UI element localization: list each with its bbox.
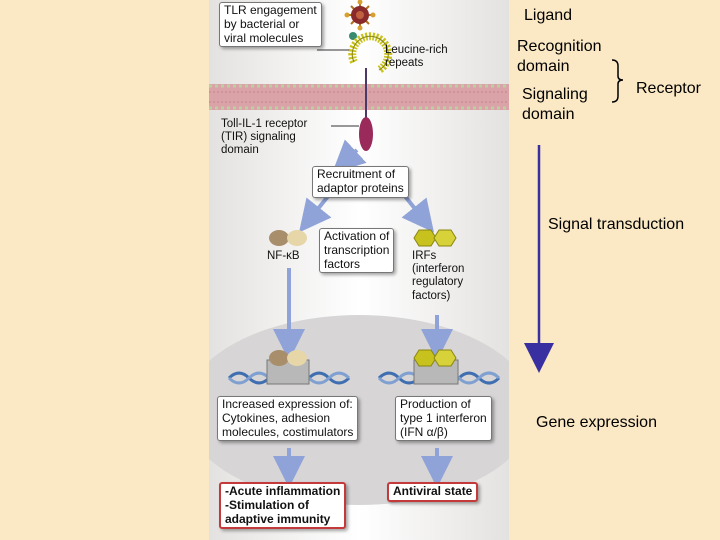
receptor-brace [611, 59, 624, 103]
signal-transduction-label: Signal transduction [548, 216, 685, 233]
irf-promoter-complex [413, 349, 459, 385]
nfkb-promoter-complex [266, 350, 310, 385]
tir-domain-icon [359, 117, 373, 151]
ligand-label: Ligand [524, 7, 573, 24]
tir-domain-label: Toll-IL-1 receptor (TIR) signaling domai… [221, 118, 308, 157]
diagram-graphics [209, 0, 509, 505]
interferon-box: Production of type 1 interferon (IFN α/β… [395, 396, 492, 442]
flow-arrows [273, 139, 453, 488]
tlr-engagement-box: TLR engagement by bacterial or viral mol… [219, 2, 322, 48]
signaling-domain-label: Signaling domain [522, 86, 588, 123]
molecule-icon [349, 32, 357, 40]
diagram-panel: TLR engagement by bacterial or viral mol… [209, 0, 509, 540]
activation-box: Activation of transcription factors [319, 228, 395, 274]
receptor-label: Receptor [636, 80, 701, 97]
antiviral-box: Antiviral state [387, 482, 479, 502]
cell-membrane [209, 84, 509, 110]
recognition-domain-label: Recognition domain [517, 38, 602, 75]
irfs-label: IRFs (interferon regulatory factors) [412, 250, 465, 302]
gene-expression-label: Gene expression [536, 414, 657, 431]
ligand-icon [344, 0, 376, 31]
cytokines-box: Increased expression of: Cytokines, adhe… [217, 396, 359, 442]
nfkb-label: NF-κB [267, 250, 300, 262]
inflammation-box: -Acute inflammation -Stimulation of adap… [219, 482, 347, 530]
nfkb-icon [269, 230, 307, 246]
leucine-rich-label: Leucine-rich repeats [385, 44, 448, 70]
irf-icon [413, 229, 457, 247]
adaptor-proteins-box: Recruitment of adaptor proteins [312, 166, 409, 198]
